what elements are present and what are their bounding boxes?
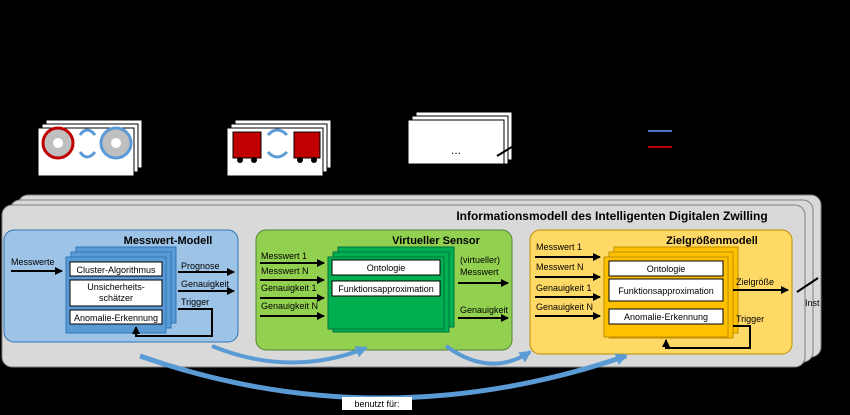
- gears-icon-stack: [37, 119, 143, 177]
- truck-icon: [293, 131, 321, 159]
- unsicherheitsschaetzer-label-2: schätzer: [99, 293, 133, 303]
- ellipsis-box-stack: ...: [407, 111, 513, 165]
- zg-zielgroesse-label: Zielgröße: [736, 277, 774, 287]
- zg-genauigkeit-n-label: Genauigkeit N: [536, 302, 593, 312]
- zielgroessenmodell-panel: Zielgrößenmodell Ontologie Funktionsappr…: [529, 229, 793, 355]
- anomalie-erkennung-label: Anomalie-Erkennung: [74, 313, 158, 323]
- unsicherheitsschaetzer-label-1: Unsicherheits-: [87, 282, 145, 292]
- cluster-algorithmus-box: [69, 261, 163, 277]
- zg-messwert-n-label: Messwert N: [536, 262, 584, 272]
- vs-messwert-1-label: Messwert 1: [261, 251, 307, 261]
- vs-funktionsapproximation-box: [331, 280, 441, 297]
- info-model-title: Informationsmodell des Intelligenten Dig…: [456, 209, 767, 223]
- genauigkeit-output-label: Genauigkeit: [181, 279, 230, 289]
- right-cut-label: Inst: [805, 298, 820, 308]
- zg-funktionsapproximation-box: [608, 278, 724, 302]
- trucks-icon-stack: [226, 119, 332, 177]
- messwert-modell-title: Messwert-Modell: [124, 235, 213, 247]
- zg-funktionsapproximation-label: Funktionsapproximation: [618, 286, 714, 296]
- vs-genauigkeit-output-label: Genauigkeit: [460, 305, 509, 315]
- messwert-modell-panel: Messwert-Modell Messwerte Cluster-Algori…: [3, 229, 239, 343]
- legend: [648, 130, 672, 148]
- trigger-output-label: Trigger: [181, 297, 209, 307]
- prognose-output-label: Prognose: [181, 261, 220, 271]
- zg-trigger-label: Trigger: [736, 314, 764, 324]
- cluster-algorithmus-label: Cluster-Algorithmus: [76, 265, 156, 275]
- virtueller-sensor-title: Virtueller Sensor: [392, 235, 481, 247]
- vs-messwert-n-label: Messwert N: [261, 266, 309, 276]
- vs-genauigkeit-n-label: Genauigkeit N: [261, 301, 318, 311]
- benutzt-fuer-label: benutzt für:: [354, 399, 399, 409]
- zg-ontologie-label: Ontologie: [647, 264, 686, 274]
- vs-virtueller-label: (virtueller): [460, 255, 500, 265]
- unsicherheitsschaetzer-box: [69, 279, 163, 307]
- vs-ontologie-label: Ontologie: [367, 263, 406, 273]
- truck-icon: [232, 131, 262, 159]
- ellipsis-text: ...: [451, 143, 461, 157]
- zielgroessenmodell-title: Zielgrößenmodell: [666, 235, 758, 247]
- messwerte-input-label: Messwerte: [11, 257, 55, 267]
- vs-funktionsapproximation-label: Funktionsapproximation: [338, 284, 434, 294]
- virtueller-sensor-panel: Virtueller Sensor Ontologie Funktionsapp…: [255, 229, 513, 351]
- vs-ontologie-box: [331, 259, 441, 276]
- cycle-arrows-icon: [266, 128, 289, 159]
- vs-genauigkeit-1-label: Genauigkeit 1: [261, 283, 317, 293]
- zg-genauigkeit-1-label: Genauigkeit 1: [536, 283, 592, 293]
- zg-ontologie-box: [608, 260, 724, 277]
- zg-messwert-1-label: Messwert 1: [536, 242, 582, 252]
- zg-anomalie-erkennung-label: Anomalie-Erkennung: [624, 312, 708, 322]
- zg-anomalie-erkennung-box: [608, 308, 724, 325]
- cycle-arrows-icon: [78, 128, 97, 159]
- bottom-label-box: [342, 397, 412, 410]
- anomalie-erkennung-box: [69, 309, 163, 325]
- vs-messwert-output-label: Messwert: [460, 267, 499, 277]
